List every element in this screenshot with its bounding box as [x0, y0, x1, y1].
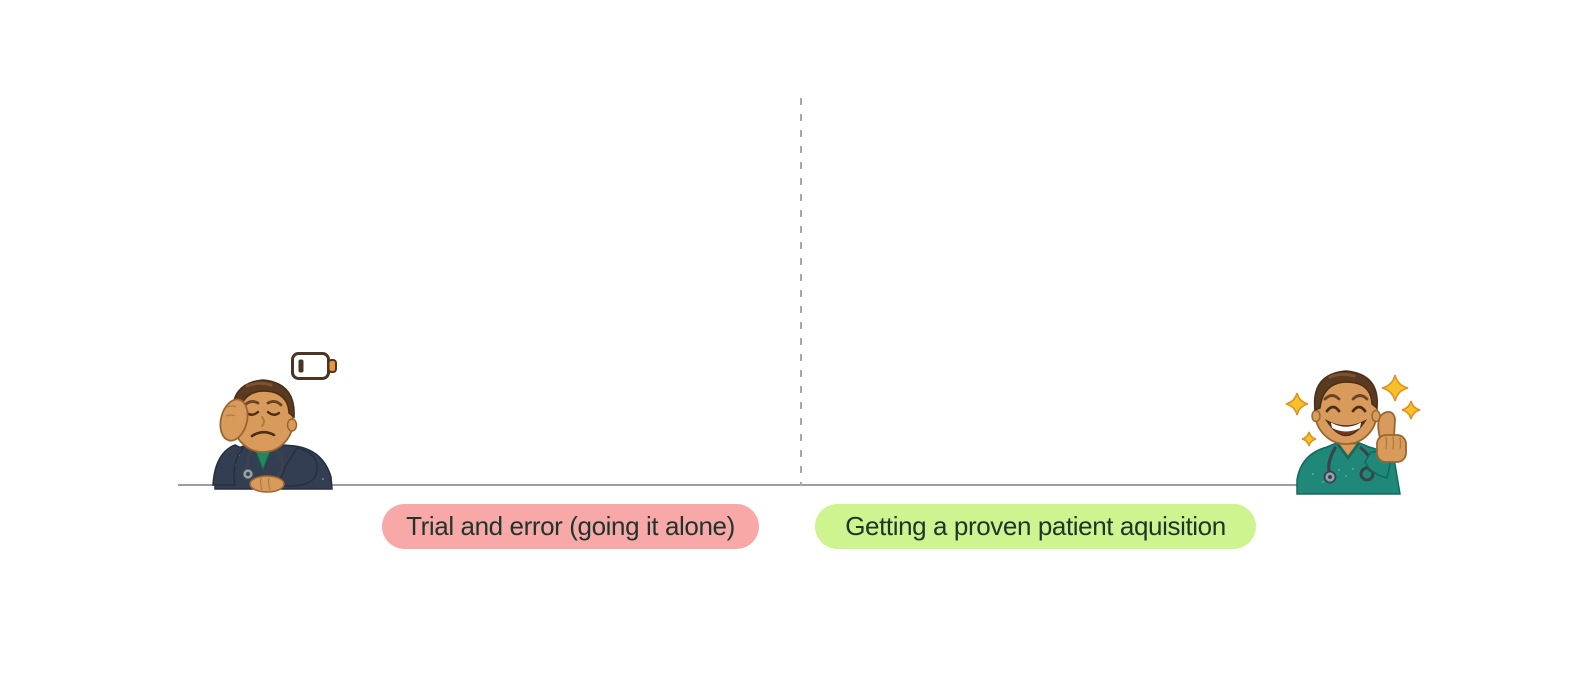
- label-pill-proven-acquisition: Getting a proven patient aquisition: [815, 504, 1256, 549]
- happy-doctor-group: [1283, 358, 1423, 503]
- dashed-divider-line: [800, 98, 802, 486]
- pill-right-label: Getting a proven patient aquisition: [845, 511, 1226, 541]
- pill-left-label: Trial and error (going it alone): [406, 511, 735, 541]
- low-battery-icon: [291, 352, 337, 380]
- baseline-rule: [178, 484, 1398, 486]
- label-pill-trial-and-error: Trial and error (going it alone): [382, 504, 759, 549]
- tired-doctor-group: [205, 345, 345, 500]
- tired-doctor-emoji: [212, 379, 333, 493]
- happy-doctor-thumbs-up-emoji: [1285, 370, 1421, 495]
- sparkles-icon: [1285, 374, 1421, 447]
- scrub-speckles: [1312, 468, 1354, 483]
